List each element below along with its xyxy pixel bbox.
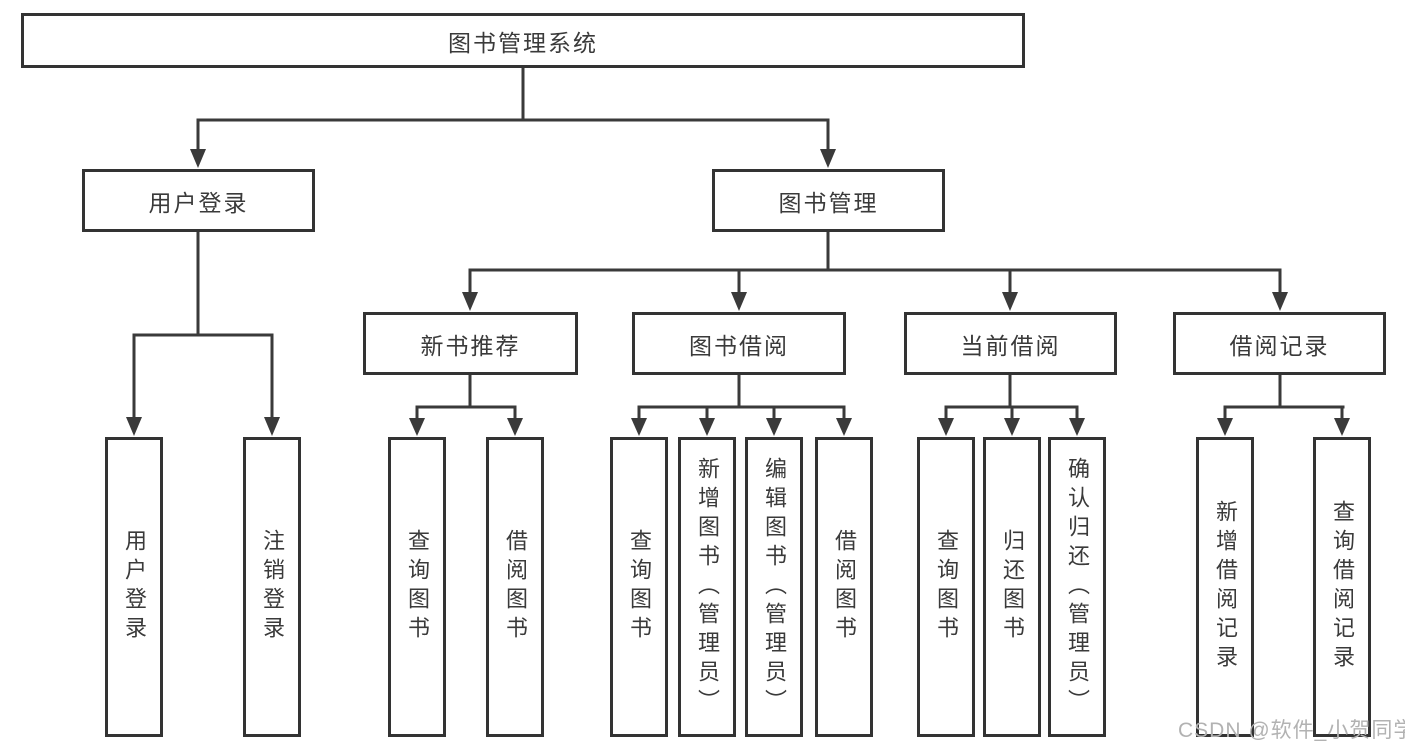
leaf-borrow-books-recommend: 借阅图书 bbox=[486, 437, 544, 737]
leaf-query-books-borrowing-label: 查询图书 bbox=[627, 529, 652, 645]
node-borrowing-records: 借阅记录 bbox=[1173, 312, 1386, 375]
connectors-current-borrowing bbox=[938, 375, 1085, 436]
node-current-borrowing: 当前借阅 bbox=[904, 312, 1117, 375]
leaf-user-login-label: 用户登录 bbox=[122, 529, 147, 645]
node-borrowing-records-label: 借阅记录 bbox=[1229, 332, 1330, 359]
csdn-watermark: CSDN @软件_小贺同学 bbox=[1178, 719, 1405, 742]
node-book-borrowing-label: 图书借阅 bbox=[689, 332, 789, 359]
leaf-query-books-recommend: 查询图书 bbox=[388, 437, 446, 737]
leaf-return-books-label: 归还图书 bbox=[1000, 529, 1025, 645]
leaf-query-borrow-record: 查询借阅记录 bbox=[1313, 437, 1371, 737]
leaf-query-books-recommend-label: 查询图书 bbox=[405, 529, 430, 645]
leaf-add-borrow-record: 新增借阅记录 bbox=[1196, 437, 1254, 737]
leaf-logout: 注销登录 bbox=[243, 437, 301, 737]
leaf-edit-books-admin: 编辑图书（管理员） bbox=[745, 437, 803, 737]
leaf-return-books: 归还图书 bbox=[983, 437, 1041, 737]
leaf-confirm-return-admin: 确认归还（管理员） bbox=[1048, 437, 1106, 737]
node-book-borrowing: 图书借阅 bbox=[632, 312, 846, 375]
connectors-root bbox=[190, 68, 836, 168]
leaf-query-books-current-label: 查询图书 bbox=[934, 529, 959, 645]
leaf-user-login: 用户登录 bbox=[105, 437, 163, 737]
leaf-query-borrow-record-label: 查询借阅记录 bbox=[1330, 500, 1355, 674]
leaf-add-books-admin-label: 新增图书（管理员） bbox=[695, 456, 720, 718]
connectors-new-book-recommend bbox=[409, 375, 523, 436]
node-book-management-label: 图书管理 bbox=[778, 189, 879, 216]
leaf-borrow-books-borrowing: 借阅图书 bbox=[815, 437, 873, 737]
node-root-label: 图书管理系统 bbox=[448, 29, 598, 56]
node-new-book-recommend-label: 新书推荐 bbox=[420, 332, 521, 359]
node-current-borrowing-label: 当前借阅 bbox=[960, 332, 1061, 359]
leaf-query-books-borrowing: 查询图书 bbox=[610, 437, 668, 737]
node-user-login-label: 用户登录 bbox=[148, 189, 249, 216]
leaf-logout-label: 注销登录 bbox=[260, 529, 285, 645]
node-book-management: 图书管理 bbox=[712, 169, 945, 232]
leaf-add-borrow-record-label: 新增借阅记录 bbox=[1213, 500, 1238, 674]
node-root: 图书管理系统 bbox=[21, 13, 1025, 68]
node-new-book-recommend: 新书推荐 bbox=[363, 312, 578, 375]
leaf-borrow-books-borrowing-label: 借阅图书 bbox=[832, 529, 857, 645]
leaf-edit-books-admin-label: 编辑图书（管理员） bbox=[762, 456, 787, 718]
leaf-query-books-current: 查询图书 bbox=[917, 437, 975, 737]
connectors-user-login bbox=[126, 232, 280, 436]
connectors-book-borrowing bbox=[631, 375, 852, 436]
node-user-login: 用户登录 bbox=[82, 169, 315, 232]
leaf-add-books-admin: 新增图书（管理员） bbox=[678, 437, 736, 737]
leaf-confirm-return-admin-label: 确认归还（管理员） bbox=[1065, 456, 1090, 718]
leaf-borrow-books-recommend-label: 借阅图书 bbox=[503, 529, 528, 645]
connectors-book-management bbox=[462, 232, 1288, 311]
connectors-borrowing-records bbox=[1217, 375, 1350, 436]
